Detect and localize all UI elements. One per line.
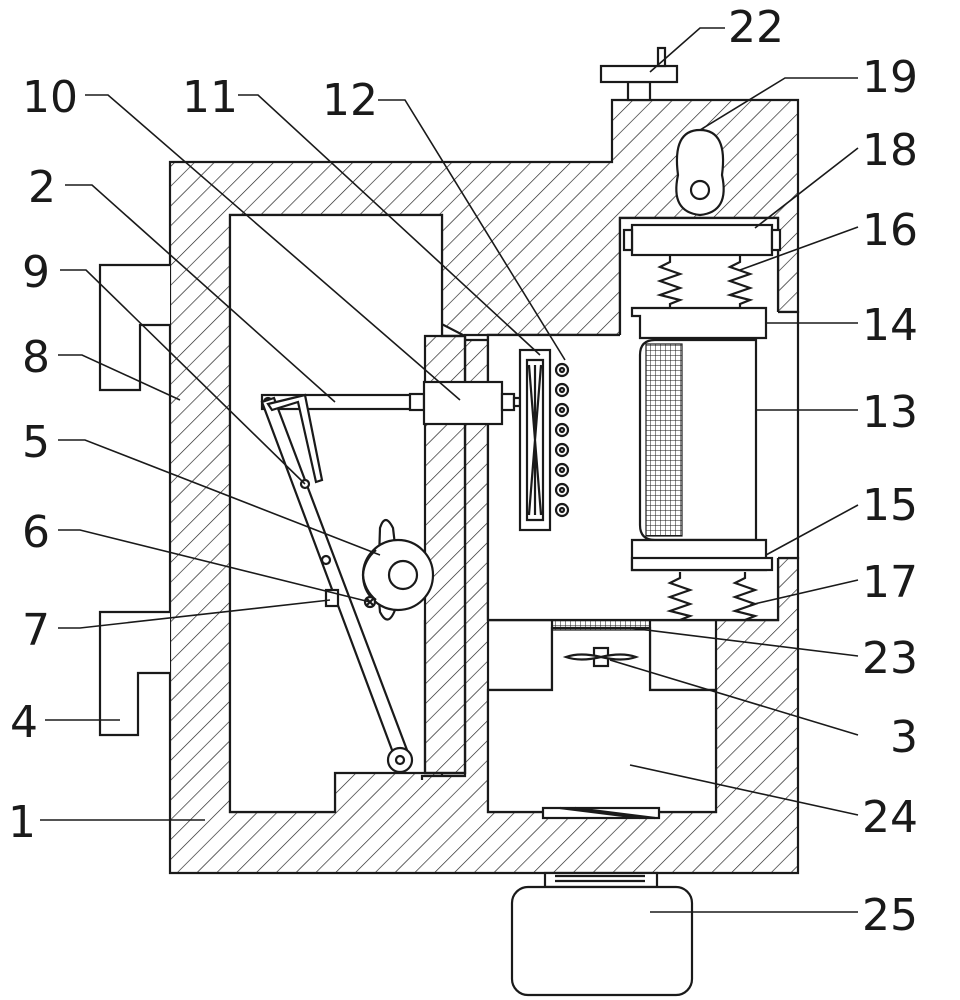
rod-sleeve — [408, 392, 426, 412]
label-7: 7 — [22, 605, 50, 656]
screen-mesh — [551, 619, 651, 631]
label-22: 22 — [728, 2, 784, 53]
fan-blades — [562, 653, 640, 661]
rollers — [554, 362, 570, 518]
label-17: 17 — [862, 557, 918, 608]
label-3: 3 — [890, 712, 918, 763]
label-18: 18 — [862, 125, 918, 176]
label-6: 6 — [22, 507, 50, 558]
upper-spring-left — [656, 255, 684, 308]
lower-spring-right — [731, 572, 759, 622]
label-24: 24 — [862, 792, 918, 843]
cam-wheel-hub — [387, 559, 419, 591]
lower-spring-left — [666, 572, 694, 622]
cam — [675, 128, 725, 217]
swing-arm — [266, 393, 324, 484]
leader-lines — [40, 27, 859, 913]
label-25: 25 — [862, 890, 918, 941]
upper-clamp — [630, 306, 768, 340]
label-8: 8 — [22, 332, 50, 383]
left-bracket-lower — [98, 610, 170, 737]
upper-spring-right — [726, 255, 754, 308]
label-13: 13 — [862, 387, 918, 438]
label-9: 9 — [22, 247, 50, 298]
label-12: 12 — [322, 75, 378, 126]
label-4: 4 — [10, 697, 38, 748]
cam-pivot — [689, 179, 711, 201]
label-2: 2 — [28, 162, 56, 213]
label-15: 15 — [862, 480, 918, 531]
filter-mesh — [645, 343, 683, 537]
fan-cavity — [486, 626, 718, 814]
label-16: 16 — [862, 205, 918, 256]
label-10: 10 — [22, 72, 78, 123]
upper-press-plate — [630, 223, 774, 257]
knob-cap — [599, 64, 679, 84]
left-bracket-upper — [98, 263, 170, 392]
label-19: 19 — [862, 52, 918, 103]
label-11: 11 — [182, 72, 238, 123]
knob-pin — [656, 46, 667, 68]
actuator-body — [422, 380, 504, 426]
label-14: 14 — [862, 300, 918, 351]
label-23: 23 — [862, 633, 918, 684]
motor — [510, 885, 694, 997]
label-5: 5 — [22, 417, 50, 468]
label-1: 1 — [8, 797, 36, 848]
center-wall — [423, 334, 467, 775]
knob-stem — [626, 80, 652, 102]
